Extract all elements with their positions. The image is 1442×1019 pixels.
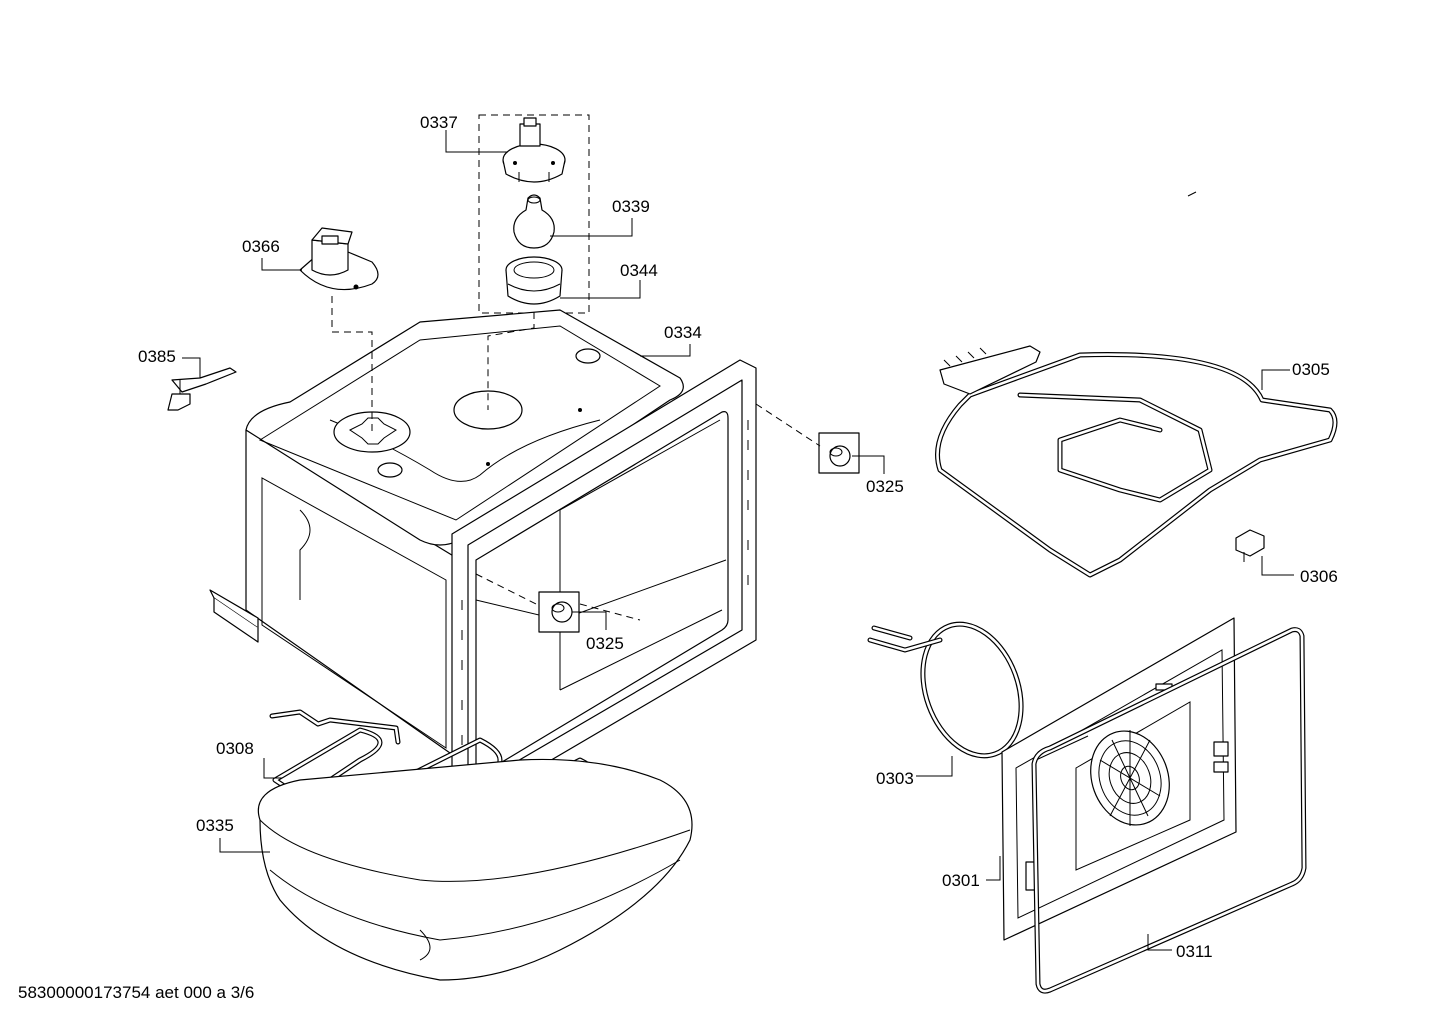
lamp-housing-part (299, 227, 379, 291)
stray-mark (1187, 191, 1197, 197)
ring-heater-part (867, 621, 1024, 759)
door-gasket-part (1031, 627, 1307, 994)
oven-cavity-part (209, 309, 757, 811)
part-labels: 0337 0339 0344 0366 0334 0385 0325 0325 … (138, 113, 1338, 961)
label-0339: 0339 (612, 197, 650, 216)
lamp-socket-part (502, 117, 566, 183)
back-panel-part (1001, 617, 1237, 941)
label-0308: 0308 (216, 739, 254, 758)
lamp-assembly-group (478, 114, 590, 314)
lamp-glass-ring-part (505, 256, 563, 305)
heater-clip-part (1235, 529, 1265, 562)
label-0337: 0337 (420, 113, 458, 132)
top-heater-part (935, 345, 1338, 578)
label-0344: 0344 (620, 261, 658, 280)
label-0305: 0305 (1292, 360, 1330, 379)
label-0306: 0306 (1300, 567, 1338, 586)
label-0366: 0366 (242, 237, 280, 256)
label-0385: 0385 (138, 347, 176, 366)
label-0311: 0311 (1176, 942, 1213, 961)
leader-lines (182, 130, 1294, 951)
clip-part (167, 367, 237, 411)
label-0335: 0335 (196, 816, 234, 835)
lamp-bulb-part (513, 194, 555, 249)
label-0325-right: 0325 (866, 477, 904, 496)
assembly-dashed-lines (331, 296, 821, 621)
label-0334: 0334 (664, 323, 702, 342)
insulation-part (257, 758, 693, 981)
label-0303: 0303 (876, 769, 914, 788)
label-0301: 0301 (942, 871, 980, 890)
label-0325-center: 0325 (586, 634, 624, 653)
fan-grille (1090, 730, 1170, 826)
foot-cap-right (818, 432, 860, 474)
document-footer-code: 58300000173754 aet 000 a 3/6 (18, 983, 254, 1002)
